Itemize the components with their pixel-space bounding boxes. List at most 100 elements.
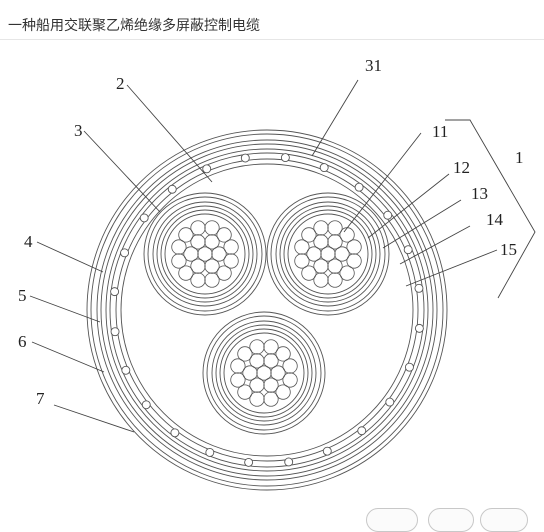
strand [178, 227, 194, 243]
strand [263, 391, 279, 407]
leader-line [311, 79, 359, 157]
label-3: 3 [74, 121, 83, 140]
outer-ring [109, 152, 425, 468]
strand [190, 272, 206, 288]
drain-wire [139, 213, 149, 223]
strand [270, 365, 286, 381]
cable-cores [143, 192, 390, 435]
strand [346, 239, 362, 255]
core-layer [156, 205, 254, 303]
label-14: 14 [486, 210, 504, 229]
strand [204, 234, 220, 250]
rotate-button[interactable] [428, 508, 474, 532]
strand [249, 353, 265, 369]
label-31: 31 [365, 56, 382, 75]
strand [242, 365, 258, 381]
strand [249, 339, 265, 355]
strand [339, 265, 355, 281]
strand [263, 339, 279, 355]
drain-wire [319, 163, 329, 173]
drain-wire [141, 400, 151, 410]
drain-wire [404, 362, 414, 372]
strand [306, 246, 322, 262]
label-11: 11 [432, 122, 448, 141]
spacer [107, 150, 427, 470]
strand [263, 377, 279, 393]
drain-wire [240, 153, 250, 163]
leader-line [83, 130, 161, 213]
core [266, 192, 390, 316]
core-layer [223, 332, 305, 414]
page-title: 一种船用交联聚乙烯绝缘多屏蔽控制电缆 [8, 17, 260, 33]
label-6: 6 [18, 332, 27, 351]
drain-wire [110, 327, 120, 337]
core-layer [219, 328, 309, 418]
strand [183, 246, 199, 262]
outer-ring [115, 158, 419, 462]
drain-wire [170, 428, 180, 438]
drain-wire [414, 323, 424, 333]
outer-ring [90, 133, 444, 487]
strand [334, 246, 350, 262]
outer-sheath-layers [86, 129, 448, 491]
strand [223, 253, 239, 269]
leader-line [382, 199, 462, 249]
label-5: 5 [18, 286, 27, 305]
label-2: 2 [116, 74, 125, 93]
strand [190, 258, 206, 274]
strand [263, 353, 279, 369]
drain-wire [121, 365, 131, 375]
strand [313, 258, 329, 274]
leader-line [126, 84, 213, 183]
strand [313, 220, 329, 236]
strand [301, 265, 317, 281]
leader-line [36, 241, 104, 273]
strand [294, 253, 310, 269]
drain-wire [322, 446, 332, 456]
zoom-button[interactable] [366, 508, 418, 532]
strand [275, 346, 291, 362]
strand [275, 384, 291, 400]
strand [230, 358, 246, 374]
drain-wire [357, 426, 367, 436]
strand [216, 227, 232, 243]
strand [327, 234, 343, 250]
outer-ring [100, 143, 434, 477]
label-4: 4 [24, 232, 33, 251]
core-layer [275, 201, 381, 307]
strand [204, 272, 220, 288]
leader-line [343, 132, 422, 233]
strand [282, 372, 298, 388]
drain-wire [414, 283, 424, 293]
strand [237, 384, 253, 400]
strand [171, 239, 187, 255]
core-layer [160, 209, 250, 299]
share-button[interactable] [480, 508, 528, 532]
drain-wire [280, 153, 290, 163]
strand [216, 265, 232, 281]
strand [327, 272, 343, 288]
strand [237, 346, 253, 362]
strand [204, 220, 220, 236]
core [202, 311, 326, 435]
bottom-controls [0, 500, 544, 532]
strand [171, 253, 187, 269]
core-layer [211, 320, 317, 426]
strand [249, 377, 265, 393]
strand [346, 253, 362, 269]
core-layer [287, 213, 369, 295]
label-13: 13 [471, 184, 488, 203]
outer-ring [105, 148, 429, 472]
core [143, 192, 267, 316]
drain-wire [284, 457, 294, 467]
leader-line [31, 341, 105, 373]
core-layer [206, 315, 322, 431]
drain-wire [383, 210, 393, 220]
strand [249, 391, 265, 407]
core-layer [152, 201, 258, 307]
drain-wire-ring [110, 153, 424, 467]
drain-wire [403, 245, 413, 255]
drain-wire [244, 457, 254, 467]
strand [301, 227, 317, 243]
outer-ring [96, 139, 438, 481]
